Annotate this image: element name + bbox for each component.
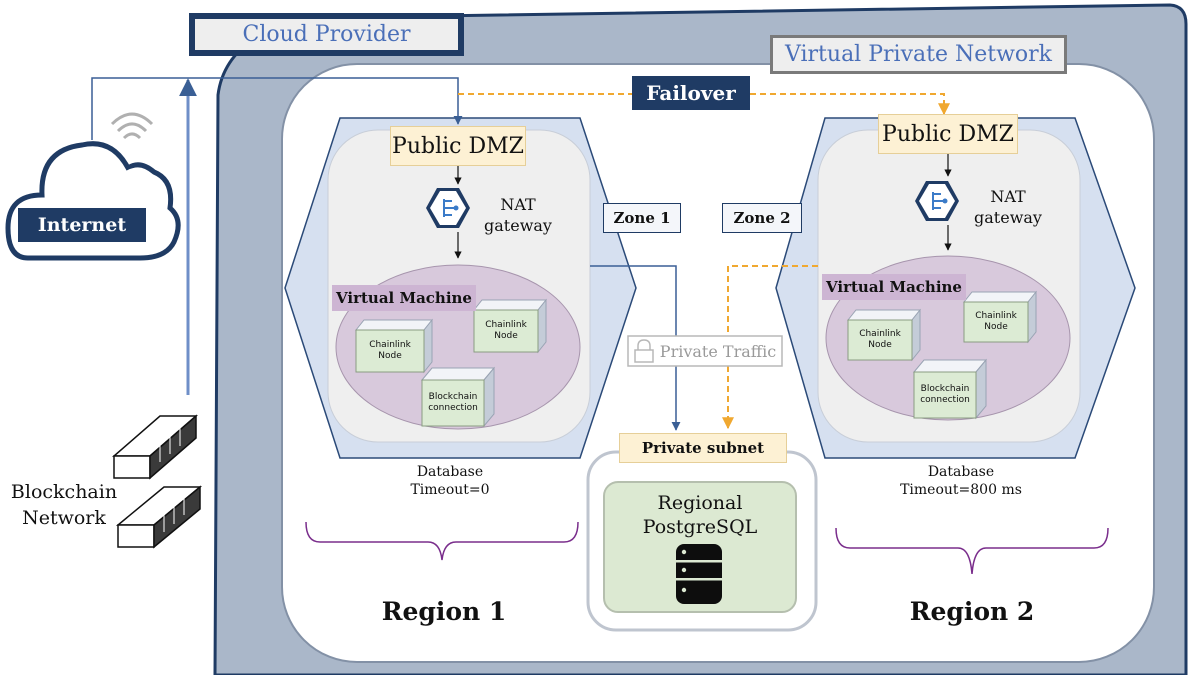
virtual-machine-1-label: Virtual Machine: [332, 285, 476, 311]
blockchain-connection-2-cube: [912, 358, 988, 420]
lock-icon: [627, 335, 783, 367]
region-1-label: Region 1: [381, 596, 507, 626]
vpn-title: Virtual Private Network: [773, 38, 1064, 71]
database-icon: [676, 544, 722, 604]
internet-label: Internet: [18, 208, 146, 242]
private-subnet-label: Private subnet: [619, 433, 787, 463]
chainlink-node-1b-label: Chainlink Node: [485, 320, 527, 341]
blockchain-network-icon: [111, 414, 203, 549]
chainlink-node-2a-cube: [846, 308, 922, 362]
blockchain-network-label: Blockchain Network: [10, 481, 118, 529]
chainlink-node-2b-cube: [962, 290, 1038, 344]
database-name: Regional PostgreSQL: [642, 492, 758, 538]
region-1-brace: [305, 521, 579, 561]
region-2-brace: [835, 527, 1109, 575]
public-dmz-1: Public DMZ: [390, 126, 526, 166]
chainlink-node-1a-cube: [354, 318, 434, 374]
chainlink-node-2a-label: Chainlink Node: [859, 329, 901, 350]
cloud-provider-title: Cloud Provider: [195, 19, 458, 50]
chainlink-node-2b-label: Chainlink Node: [975, 311, 1017, 332]
nat-gateway-2-icon: [915, 181, 959, 221]
chainlink-node-1a-label: Chainlink Node: [369, 340, 411, 361]
zone-2-label: Zone 2: [722, 203, 802, 233]
public-dmz-2: Public DMZ: [878, 114, 1018, 154]
zone-1-label: Zone 1: [603, 203, 681, 233]
nat-gateway-1-label: NAT gateway: [484, 195, 552, 235]
nat-gateway-2-label: NAT gateway: [974, 187, 1042, 227]
chainlink-node-1b-cube: [472, 298, 548, 354]
region-2-label: Region 2: [909, 596, 1035, 626]
nat-gateway-1-icon: [426, 188, 470, 228]
blockchain-connection-2-label: Blockchain connection: [920, 384, 970, 405]
private-traffic-label: Private Traffic: [659, 341, 777, 361]
virtual-machine-2-label: Virtual Machine: [822, 274, 966, 300]
database-timeout-2: Database Timeout=800 ms: [900, 464, 1022, 498]
blockchain-connection-1-label: Blockchain connection: [428, 392, 478, 413]
failover-badge: Failover: [632, 76, 750, 110]
database-timeout-1: Database Timeout=0: [410, 464, 490, 498]
blockchain-connection-1-cube: [420, 366, 496, 428]
wifi-icon: [110, 112, 154, 140]
